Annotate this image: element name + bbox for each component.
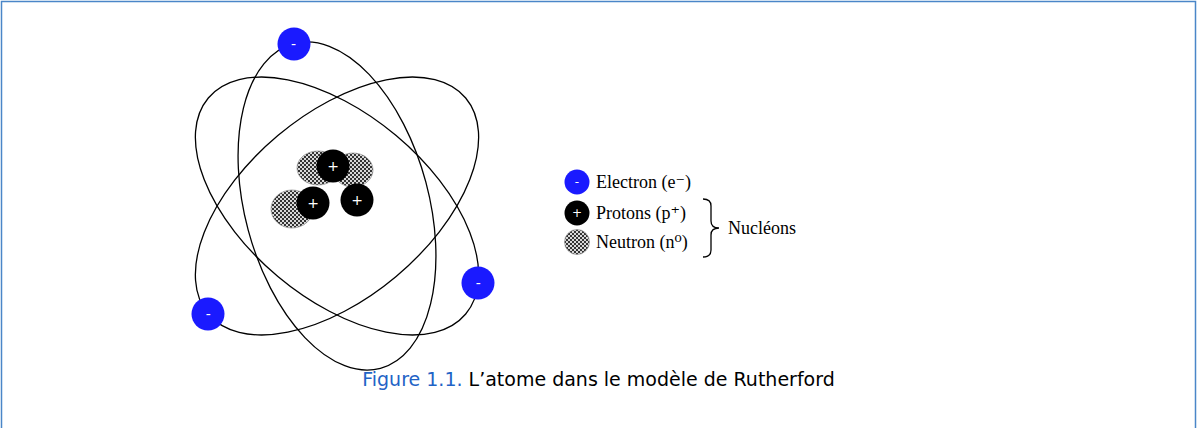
legend-swatch-shape	[564, 229, 590, 255]
legend-swatch	[564, 229, 590, 255]
legend-swatch-circle	[565, 170, 590, 195]
electron-orbit	[149, 28, 525, 385]
legend-swatch: +	[564, 200, 590, 226]
electron-sign: -	[461, 266, 495, 300]
electron-sign: -	[277, 27, 311, 61]
electron-sign: -	[191, 297, 225, 331]
proton-sign: +	[340, 183, 374, 217]
legend-swatch-circle	[565, 201, 590, 226]
proton-sign: +	[316, 149, 350, 183]
caption-number: Figure 1.1.	[362, 368, 462, 390]
legend-swatch: -	[564, 169, 590, 195]
electron: -	[277, 27, 311, 61]
electron-circle	[462, 267, 495, 300]
electron-circle	[192, 297, 225, 330]
proton: +	[296, 186, 330, 220]
proton: +	[340, 183, 374, 217]
group-label: Nucléons	[728, 219, 796, 237]
electron-orbit	[205, 20, 470, 392]
electron: -	[461, 266, 495, 300]
caption-text: L’atome dans le modèle de Rutherford	[463, 368, 835, 390]
proton: +	[316, 149, 350, 183]
legend-label: Neutron (n⁰)	[596, 233, 688, 251]
electron-orbit	[149, 28, 525, 385]
legend-swatch-circle	[565, 230, 590, 255]
electron: -	[191, 297, 225, 331]
proton-circle	[341, 184, 374, 217]
proton-circle	[317, 150, 350, 183]
proton-circle	[297, 187, 330, 220]
proton-sign: +	[296, 186, 330, 220]
figure-caption: Figure 1.1. L’atome dans le modèle de Ru…	[0, 368, 1197, 390]
legend-sign: +	[564, 200, 590, 226]
legend-label: Electron (e⁻)	[596, 173, 691, 191]
legend-sign: -	[564, 169, 590, 195]
legend-label: Protons (p⁺)	[596, 204, 686, 222]
brace	[703, 199, 719, 257]
electron-circle	[277, 27, 310, 60]
